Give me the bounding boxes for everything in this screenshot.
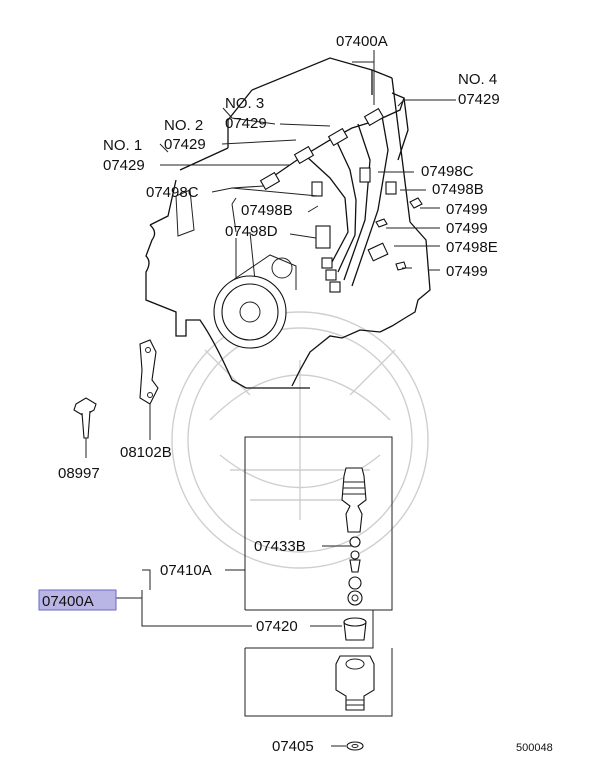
- label-no2: NO. 2: [164, 117, 203, 134]
- label-no4: NO. 4: [458, 71, 497, 88]
- injection-pipes: [259, 92, 409, 293]
- label-07400a-highlight[interactable]: 07400A: [42, 593, 94, 610]
- watermark-emblem: [171, 311, 429, 569]
- callout-labels: 07400A NO. 4 07429 NO. 3 07429 NO. 2 074…: [38, 33, 553, 755]
- label-07498c-left: 07498C: [146, 184, 199, 201]
- label-07410a: 07410A: [160, 562, 212, 579]
- label-07498e: 07498E: [446, 239, 498, 256]
- leader-lines: [116, 50, 456, 747]
- label-08997: 08997: [58, 465, 100, 482]
- label-no2-code: 07429: [164, 136, 206, 153]
- bolt-icons: [375, 197, 423, 271]
- bracket-08102b: [139, 339, 159, 440]
- engine-block: [145, 57, 431, 389]
- label-no4-code: 07429: [458, 91, 500, 108]
- label-07498b-left: 07498B: [241, 202, 293, 219]
- label-07498b-right: 07498B: [432, 181, 484, 198]
- injector-assembly-box: [244, 436, 393, 751]
- label-no3-code: 07429: [225, 115, 267, 132]
- label-07499-c: 07499: [446, 263, 488, 280]
- label-07420: 07420: [256, 618, 298, 635]
- label-no1: NO. 1: [103, 137, 142, 154]
- label-07499-b: 07499: [446, 220, 488, 237]
- label-07498d: 07498D: [225, 223, 278, 240]
- label-07400a-top: 07400A: [336, 33, 388, 50]
- label-08102b: 08102B: [120, 444, 172, 461]
- diagram-code: 500048: [516, 742, 553, 754]
- label-no3: NO. 3: [225, 95, 264, 112]
- label-07433b: 07433B: [254, 538, 306, 555]
- label-07498c-right: 07498C: [421, 163, 474, 180]
- label-07405: 07405: [272, 738, 314, 755]
- highlight-box[interactable]: [38, 589, 117, 611]
- label-07499-a: 07499: [446, 201, 488, 218]
- bolt-08997: [73, 397, 97, 458]
- label-no1-code: 07429: [103, 157, 145, 174]
